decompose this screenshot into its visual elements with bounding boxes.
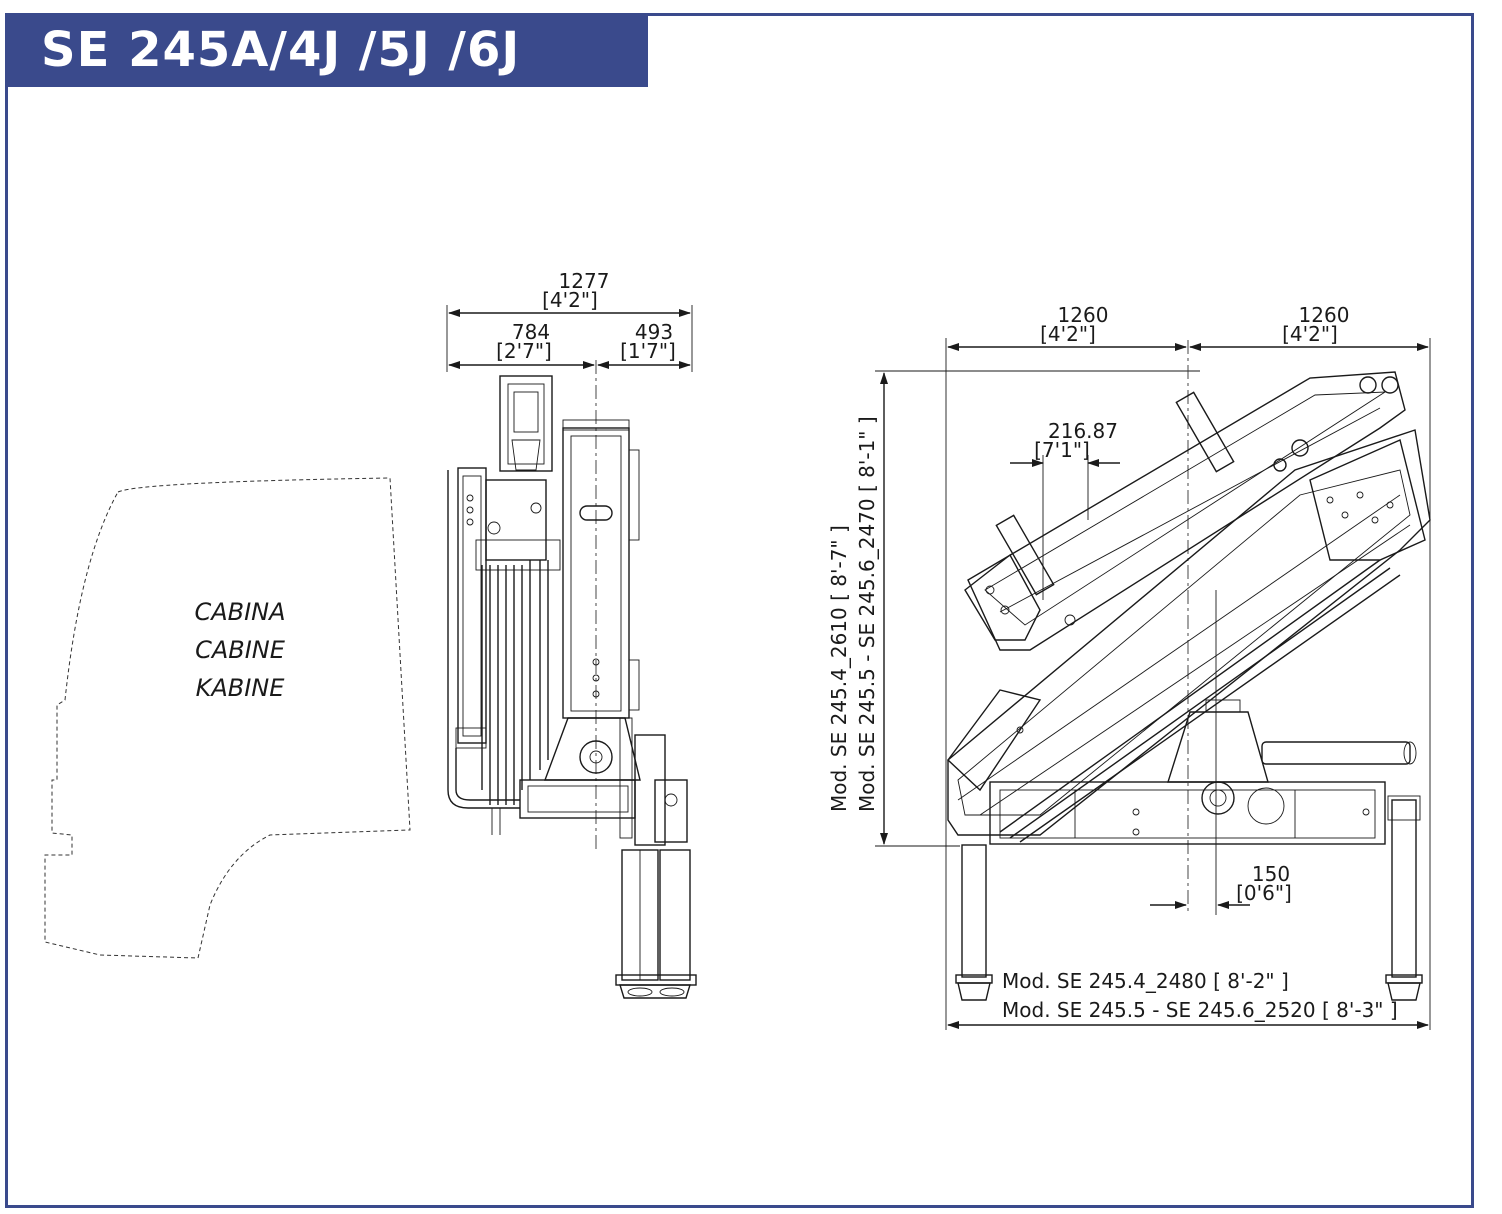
cabin-label-de: KABINE <box>196 674 286 702</box>
dim-offset-ft: [7'1"] <box>1034 438 1090 462</box>
dim-right-half: 1260 <box>1299 303 1350 327</box>
dim-left-half-ft: [4'2"] <box>1040 322 1096 346</box>
dim-left-half: 1260 <box>1058 303 1109 327</box>
dim-center-offset-ft: [0'6"] <box>1236 881 1292 905</box>
cabin-outline <box>44 477 411 959</box>
dim-right-part-ft: [1'7"] <box>620 339 676 363</box>
dim-right-half-ft: [4'2"] <box>1282 322 1338 346</box>
dim-left-part: 784 <box>512 320 550 344</box>
side-view-dimensions <box>446 305 693 372</box>
width-label-model-4: Mod. SE 245.4_2480 [ 8'-2" ] <box>1002 969 1289 993</box>
dim-left-part-ft: [2'7"] <box>496 339 552 363</box>
front-view-dimensions <box>875 338 1431 1030</box>
height-label-model-4: Mod. SE 245.4_2610 [ 8'-7" ] <box>827 525 851 812</box>
height-label-model-5-6: Mod. SE 245.5 - SE 245.6_2470 [ 8'-1" ] <box>855 416 879 812</box>
front-view-crane <box>947 340 1431 1001</box>
side-view-crane <box>447 360 697 999</box>
dim-total-width-ft: [4'2"] <box>542 288 598 312</box>
dim-offset: 216.87 <box>1048 419 1118 443</box>
cabin-label-it: CABINA <box>194 598 285 626</box>
drawing-frame <box>5 13 1474 1208</box>
width-label-model-5-6: Mod. SE 245.5 - SE 245.6_2520 [ 8'-3" ] <box>1002 998 1398 1022</box>
dim-total-width: 1277 <box>559 269 610 293</box>
page-title: SE 245A/4J /5J /6J <box>5 13 648 87</box>
cabin-label-fr: CABINE <box>195 636 286 664</box>
dim-center-offset: 150 <box>1252 862 1290 886</box>
dim-right-part: 493 <box>635 320 673 344</box>
